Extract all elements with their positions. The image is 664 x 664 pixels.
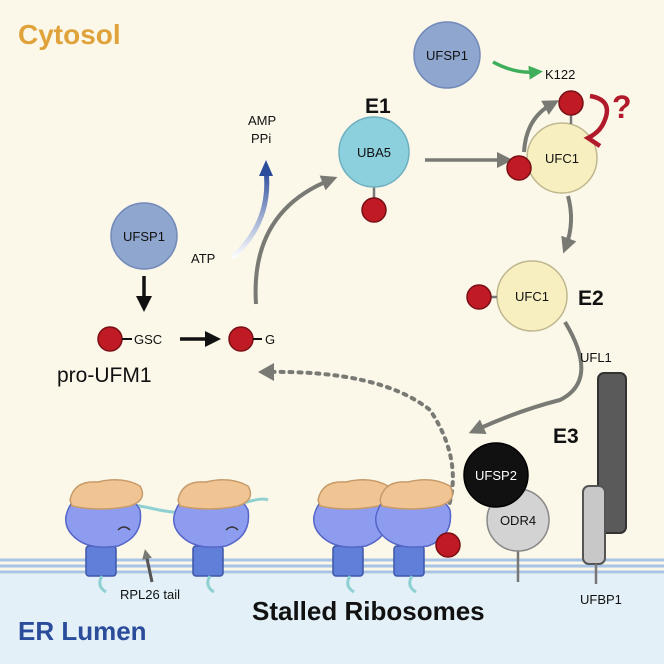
ufc1-down-arrow	[561, 195, 577, 254]
er-lumen-title: ER Lumen	[18, 616, 147, 646]
ribosome-2	[173, 479, 252, 594]
rpl26-tail-arrow	[142, 549, 154, 583]
translocon-1	[85, 545, 117, 577]
ribosome-4	[375, 479, 454, 594]
ufc1-to-e3-arrow	[468, 320, 584, 434]
uba5-label: UBA5	[357, 145, 391, 160]
gsc-label: GSC	[134, 332, 162, 347]
cytosol-title: Cytosol	[18, 19, 121, 50]
ufc1-top-enzyme: UFC1	[506, 90, 598, 194]
pro-ufm1-label: pro-UFM1	[57, 364, 152, 387]
odr4-label: ODR4	[500, 513, 536, 528]
pro-ufm1: GSC	[97, 326, 162, 352]
stalled-ribosomes-label: Stalled Ribosomes	[252, 596, 485, 626]
er-lumen-region	[0, 574, 664, 664]
transfer-to-k122-arrow	[522, 100, 560, 153]
ufc1-mid-label: UFC1	[515, 289, 549, 304]
k122-label: K122	[545, 67, 575, 82]
mature-ufm1: G	[228, 326, 275, 352]
ufsp2-protein: UFSP2	[463, 442, 529, 508]
ufbp1-protein	[582, 485, 606, 565]
ufm1-to-uba5-arrow	[253, 175, 338, 305]
atp-arrowhead	[259, 160, 273, 176]
uba5-enzyme: UBA5	[338, 116, 410, 223]
ribosome-3	[313, 479, 392, 594]
translocon-4	[393, 545, 425, 577]
ufsp1-top-enzyme: UFSP1	[413, 21, 481, 89]
ufm1-on-ufc1-mid	[466, 284, 492, 310]
inhibition-mark	[583, 93, 610, 148]
translocon-3	[332, 545, 364, 577]
ufsp1-left-enzyme: UFSP1	[110, 202, 178, 270]
atp-label: ATP	[191, 251, 215, 266]
ufl1-label: UFL1	[580, 350, 612, 365]
ufc1-top-label: UFC1	[545, 151, 579, 166]
ufm1-on-k122	[558, 90, 584, 116]
e2-label: E2	[578, 287, 604, 310]
ufsp1-to-k122-arrow	[492, 60, 543, 80]
ufbp1-label: UFBP1	[580, 592, 622, 607]
ufm1-on-ufc1-top	[506, 155, 532, 181]
rpl26-tail-label: RPL26 tail	[120, 587, 180, 602]
ufsp1-top-label: UFSP1	[426, 48, 468, 63]
atp-hydrolysis-arrow	[230, 169, 270, 260]
ufc1-mid-enzyme: UFC1	[466, 260, 568, 332]
ufsp1-left-label: UFSP1	[123, 229, 165, 244]
ribosome-1	[65, 479, 144, 594]
ppi-label: PPi	[251, 131, 271, 146]
e3-label: E3	[553, 425, 579, 448]
g-label: G	[265, 332, 275, 347]
amp-label: AMP	[248, 113, 276, 128]
translocon-2	[192, 545, 224, 577]
question-mark: ?	[612, 89, 632, 125]
e1-label: E1	[365, 95, 391, 118]
recycle-arrowhead	[258, 363, 274, 381]
ufsp2-label: UFSP2	[475, 468, 517, 483]
ufm1-on-uba5	[361, 197, 387, 223]
ufm1-on-ribosome	[435, 532, 461, 558]
